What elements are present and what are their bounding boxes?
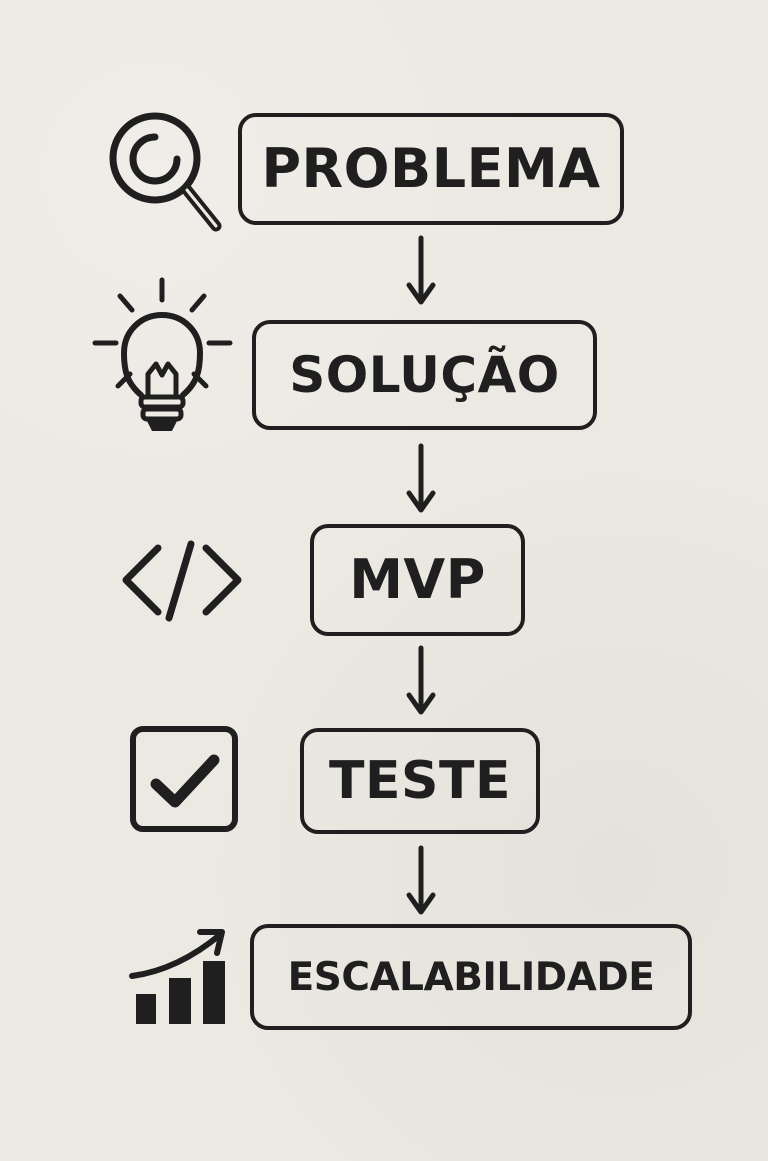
step-label-escalabilidade: ESCALABILIDADE: [287, 954, 655, 1000]
step-label-teste: TESTE: [329, 751, 511, 811]
flow-arrow-3: [406, 645, 436, 718]
code-brackets-icon: [118, 540, 246, 622]
step-box-teste: TESTE: [300, 728, 540, 834]
flow-arrow-2: [406, 443, 436, 516]
light-bulb-icon: [90, 276, 235, 441]
growth-chart-icon: [128, 922, 228, 1026]
step-box-mvp: MVP: [310, 524, 525, 636]
step-label-solucao: SOLUÇÃO: [289, 346, 560, 404]
step-box-escalabilidade: ESCALABILIDADE: [250, 924, 692, 1030]
magnifying-glass-icon: [108, 112, 224, 234]
flow-arrow-1: [406, 235, 436, 308]
step-label-problema: PROBLEMA: [261, 137, 601, 200]
step-box-solucao: SOLUÇÃO: [252, 320, 597, 430]
step-label-mvp: MVP: [349, 548, 486, 611]
step-box-problema: PROBLEMA: [238, 113, 624, 225]
checkbox-checkmark-icon: [130, 726, 238, 832]
flow-arrow-4: [406, 845, 436, 918]
